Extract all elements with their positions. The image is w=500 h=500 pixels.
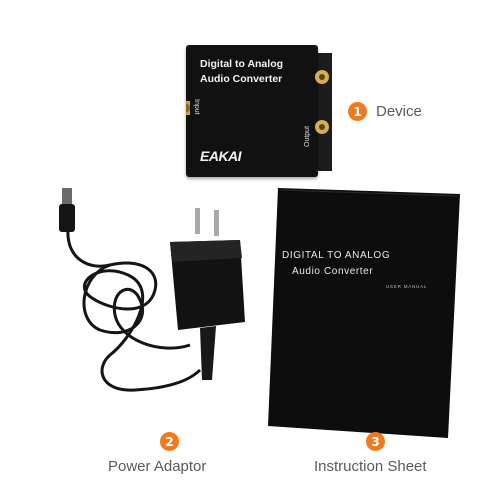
adaptor-body-icon xyxy=(170,240,245,330)
item-caption-power-adaptor: Power Adaptor xyxy=(108,458,207,475)
sheet-title-line2: Audio Converter xyxy=(292,266,374,277)
sheet-title-line1: DIGITAL TO ANALOG xyxy=(282,250,391,261)
device-brand: EAKAI xyxy=(200,148,242,164)
output-jack-bottom-hole xyxy=(319,124,325,130)
sheet-manual-label: USER MANUAL xyxy=(386,284,428,289)
sheet-cover xyxy=(268,188,460,438)
sheet-booklet-icon xyxy=(268,188,460,438)
device-connectors xyxy=(186,70,329,134)
item-caption-device: Device xyxy=(376,103,422,120)
adaptor-body-top xyxy=(170,240,242,262)
adaptor-cable-loop xyxy=(82,263,191,350)
converter-device: Digital to Analog Audio Converter EAKAI … xyxy=(186,45,332,177)
input-jack-icon xyxy=(186,103,190,113)
item-badge-instruction-sheet: 3 xyxy=(366,432,385,451)
device-title-line2: Audio Converter xyxy=(200,73,283,85)
dc-plug-icon xyxy=(59,204,75,232)
adaptor-prong-right xyxy=(214,210,219,236)
power-adaptor xyxy=(59,188,245,392)
device-title: Digital to Analog Audio Converter xyxy=(200,57,283,87)
adaptor-strain-relief xyxy=(200,326,216,380)
device-title-line1: Digital to Analog xyxy=(200,58,284,70)
device-body: Digital to Analog Audio Converter EAKAI … xyxy=(186,45,318,177)
sheet-edge xyxy=(279,189,459,197)
dc-plug-tip xyxy=(62,188,72,206)
item-badge-device: 1 xyxy=(348,102,367,121)
output-jack-top-hole xyxy=(319,74,325,80)
item-caption-instruction-sheet: Instruction Sheet xyxy=(314,458,427,475)
adaptor-prong-left xyxy=(195,208,200,234)
instruction-sheet: DIGITAL TO ANALOG Audio Converter USER M… xyxy=(268,188,460,438)
item-badge-power-adaptor: 2 xyxy=(160,432,179,451)
